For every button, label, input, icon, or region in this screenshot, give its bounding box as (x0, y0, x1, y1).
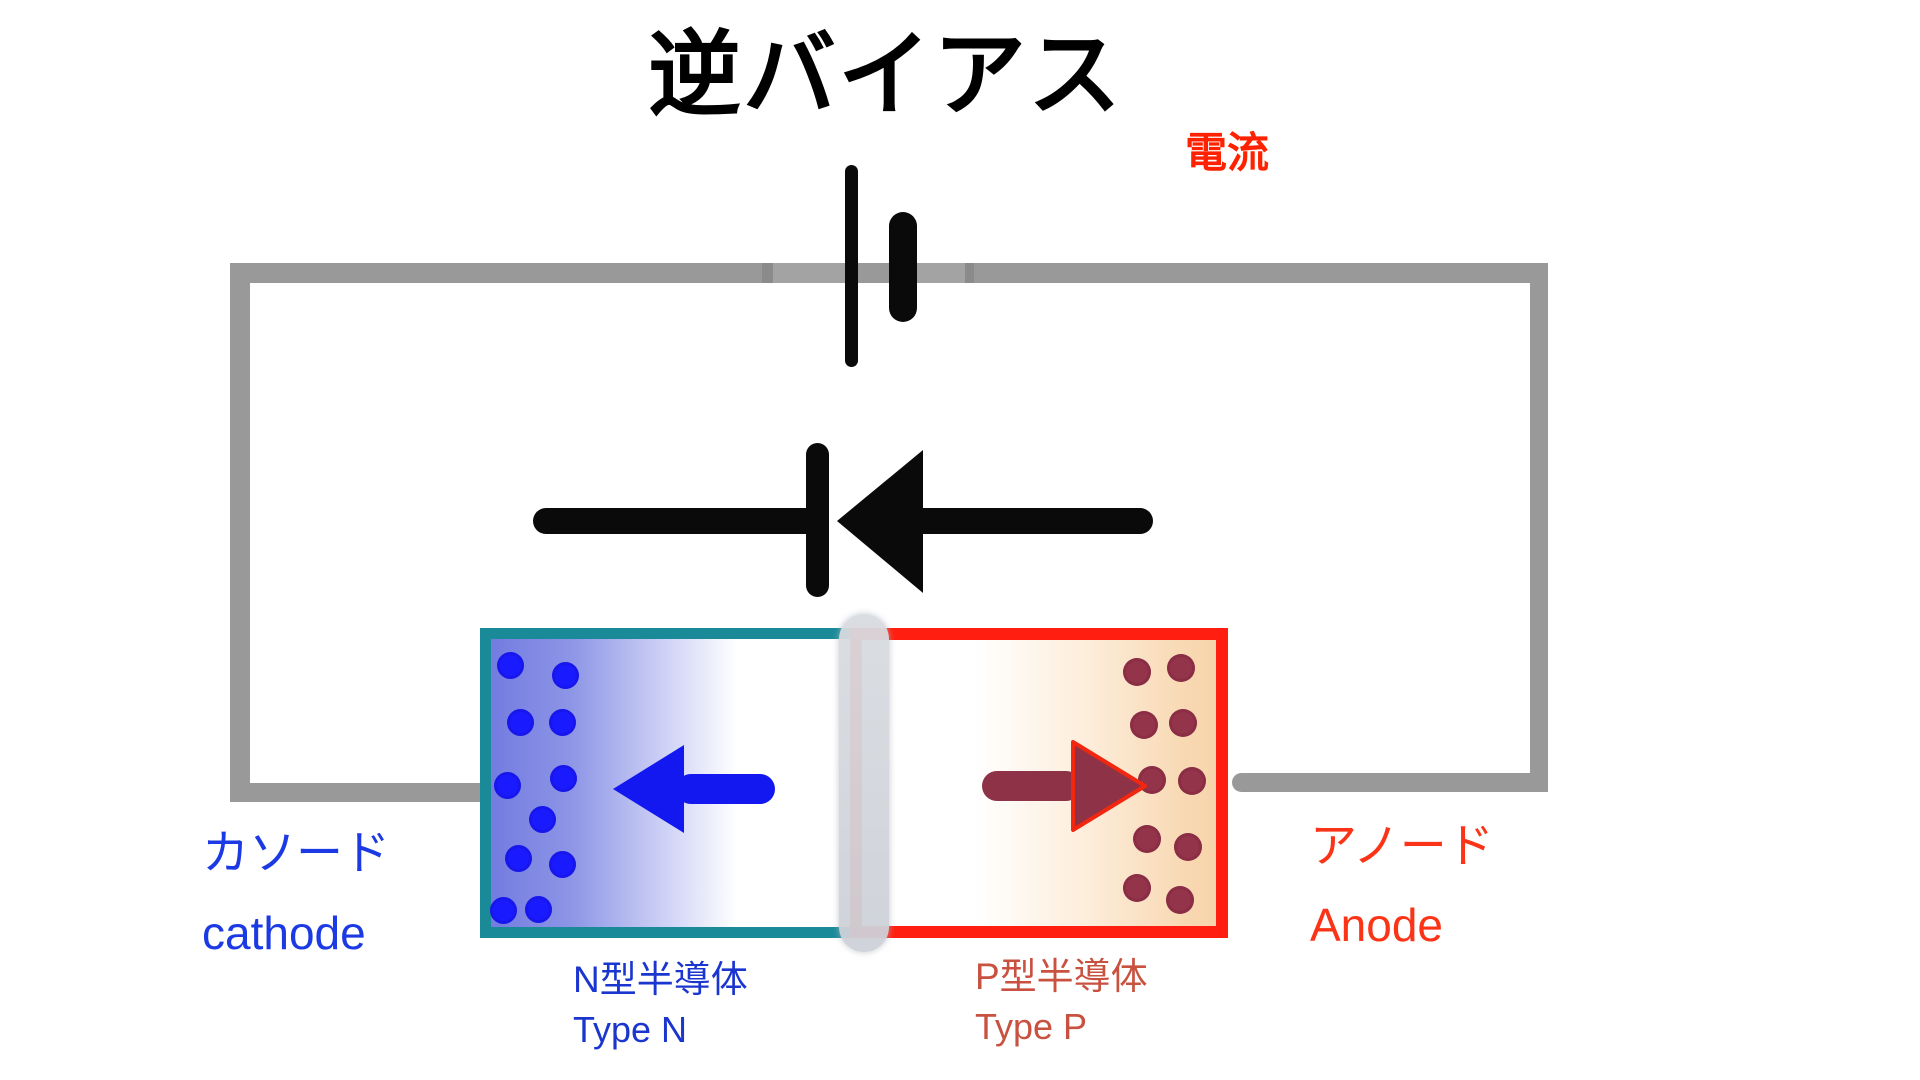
hole-dot (1166, 886, 1194, 914)
pn-junction-depletion-bar (839, 614, 889, 952)
wire-right (1530, 263, 1548, 792)
electron-dot (528, 805, 556, 833)
hole-dot (1123, 874, 1151, 902)
battery-positive-plate-icon (845, 165, 858, 367)
electron-dot (496, 651, 524, 679)
electron-dot (493, 771, 521, 799)
wire-overlap-segment (917, 263, 967, 283)
electron-dot (548, 850, 576, 878)
wire-overlap-segment (773, 263, 845, 283)
wire-bottom-left (230, 783, 492, 802)
diode-lead-right (900, 508, 1153, 534)
electron-dot (549, 764, 577, 792)
cathode-label-jp: カソード (202, 826, 390, 879)
page-title: 逆バイアス (648, 25, 1123, 128)
electron-dot (551, 661, 579, 689)
hole-dot (1138, 766, 1166, 794)
hole-dot (1174, 833, 1202, 861)
wire-bottom-right (1232, 773, 1548, 792)
diode-lead-left (533, 508, 823, 534)
hole-dot (1133, 825, 1161, 853)
diode-cathode-bar-icon (806, 443, 829, 597)
wire-overlap-notch (762, 263, 773, 283)
electron-dot (506, 708, 534, 736)
electron-dot (489, 896, 517, 924)
hole-dot (1178, 767, 1206, 795)
n-type-region (480, 628, 864, 938)
electron-dot (548, 708, 576, 736)
n-type-label-en: Type N (573, 1009, 688, 1050)
wire-left (230, 263, 250, 802)
wire-overlap-notch (965, 263, 974, 283)
electron-dot (524, 895, 552, 923)
battery-negative-plate-icon (889, 212, 917, 322)
hole-dot (1169, 709, 1197, 737)
cathode-label-en: cathode (202, 907, 366, 959)
n-type-label-jp: N型半導体 (573, 959, 748, 1000)
anode-label-en: Anode (1310, 899, 1444, 951)
p-type-label-jp: P型半導体 (975, 956, 1148, 997)
hole-dot (1123, 658, 1151, 686)
hole-dot (1130, 711, 1158, 739)
p-type-label-en: Type P (975, 1006, 1088, 1047)
current-label: 電流 (1185, 129, 1270, 176)
hole-dot (1167, 654, 1195, 682)
electron-dot (504, 844, 532, 872)
anode-label-jp: アノード (1310, 819, 1494, 872)
